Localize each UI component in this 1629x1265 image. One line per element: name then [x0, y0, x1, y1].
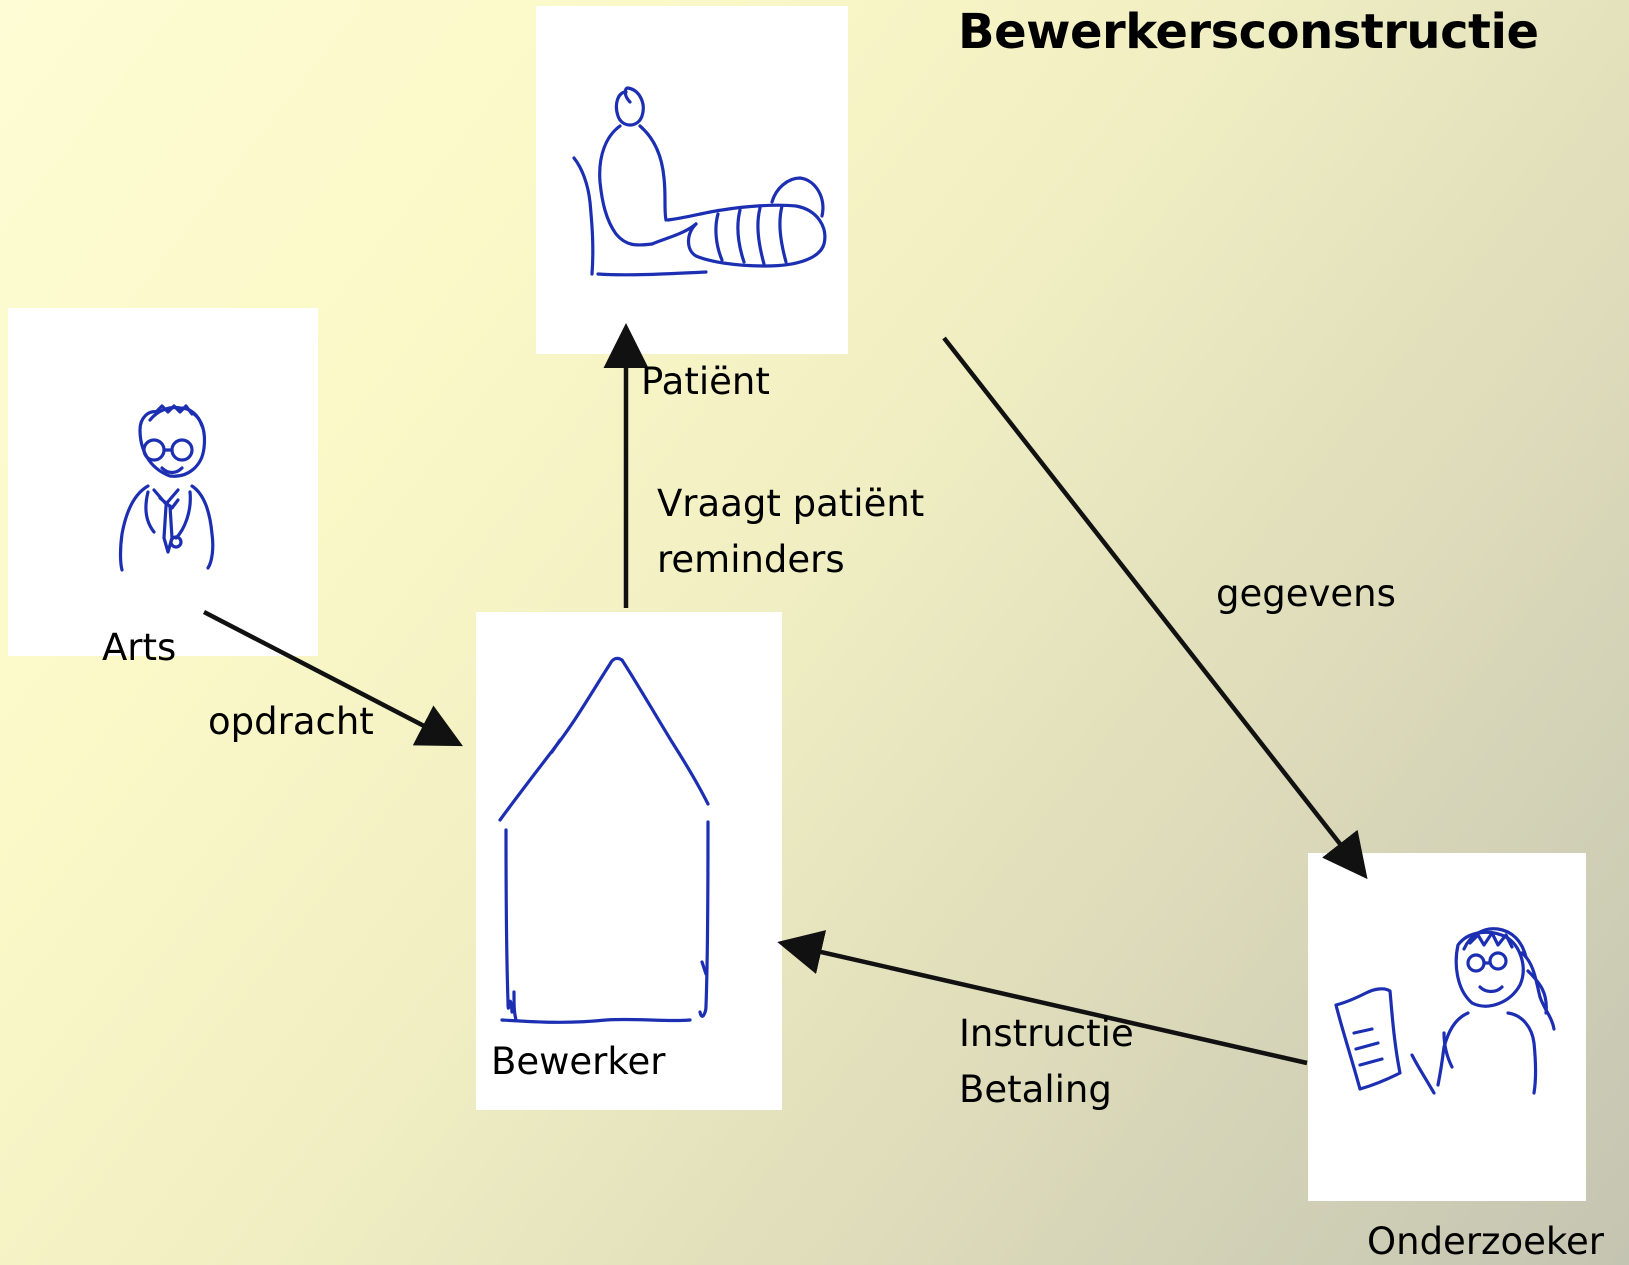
edge-label-gegevens: gegevens	[1216, 572, 1396, 615]
node-label-bewerker: Bewerker	[491, 1040, 666, 1083]
bewerker-card	[476, 612, 782, 1110]
arrow-patient-to-onderzoeker	[942, 336, 1368, 880]
edge-label-opdracht: opdracht	[208, 700, 374, 743]
node-label-arts: Arts	[102, 626, 177, 669]
node-label-onderzoeker: Onderzoeker	[1367, 1220, 1604, 1263]
edge-label-vraagt-line2: reminders	[657, 538, 845, 581]
node-label-patient: Patiënt	[641, 360, 770, 403]
house-icon	[498, 656, 710, 1024]
arrow-arts-to-bewerker	[202, 610, 463, 747]
onderzoeker-card	[1308, 853, 1586, 1201]
edge-label-instructie-line2: Betaling	[959, 1068, 1112, 1111]
edge-label-instructie-line1: Instructie	[959, 1012, 1134, 1055]
patient-card	[536, 6, 848, 354]
arts-sketch-icon	[118, 404, 215, 572]
onderzoeker-sketch-icon	[1334, 927, 1556, 1095]
edge-label-vraagt-line1: Vraagt patiënt	[657, 482, 925, 525]
arrow-onderzoeker-to-bewerker	[777, 930, 1308, 1066]
diagram-title: Bewerkersconstructie	[958, 4, 1539, 60]
arts-card	[8, 308, 318, 656]
patient-sketch-icon	[572, 86, 827, 277]
